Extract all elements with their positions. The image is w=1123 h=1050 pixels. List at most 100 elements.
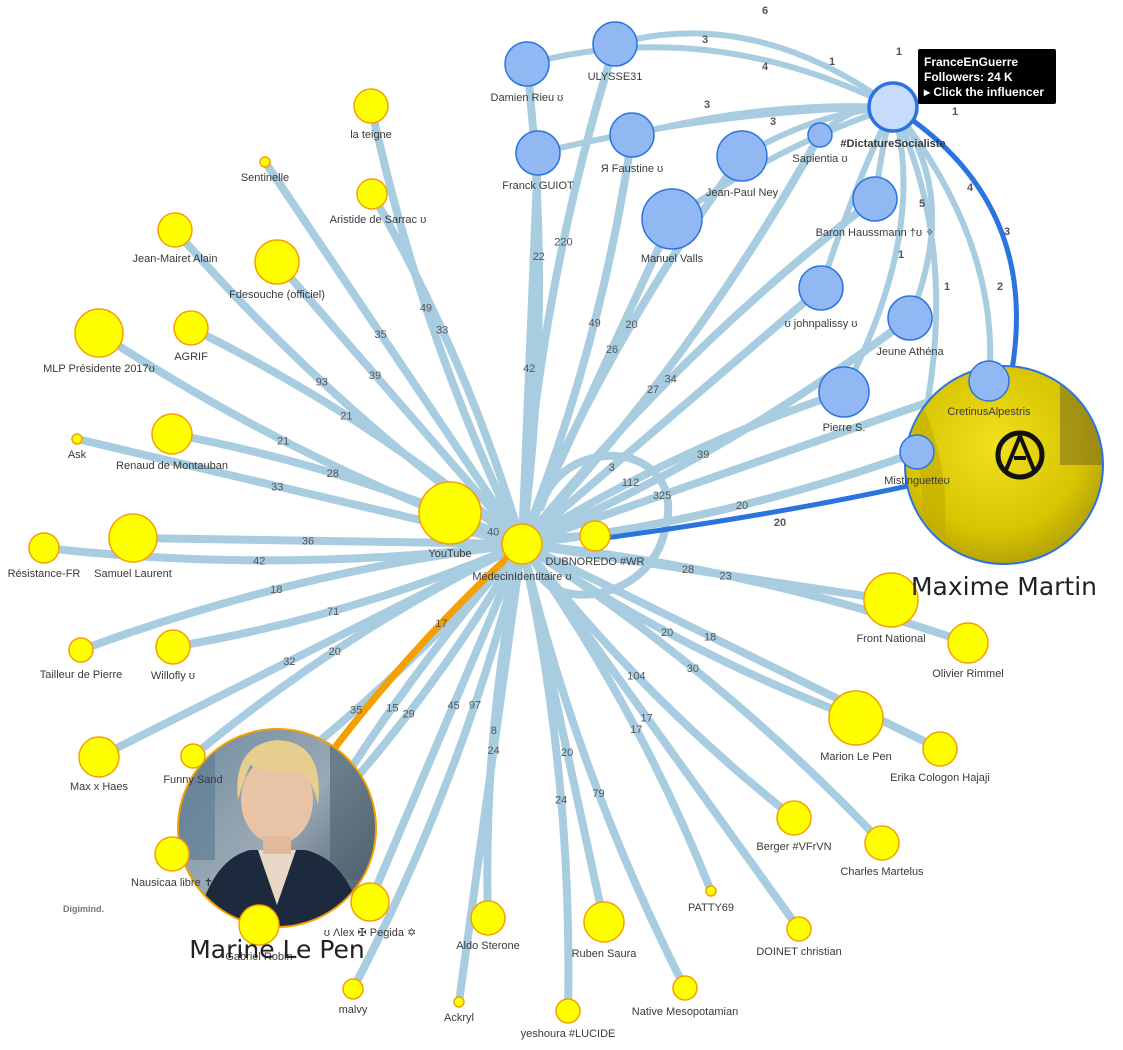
node-circle[interactable] <box>968 360 1010 402</box>
node-willofly[interactable] <box>155 629 191 665</box>
node-circle[interactable] <box>864 825 900 861</box>
node-athena[interactable] <box>887 295 933 341</box>
featured-marine-le-pen[interactable] <box>175 726 380 930</box>
node-malvy[interactable] <box>342 978 364 1000</box>
node-olivier[interactable] <box>947 622 989 664</box>
node-circle[interactable] <box>453 996 465 1008</box>
node-teigne[interactable] <box>353 88 389 124</box>
node-ask[interactable] <box>71 433 83 445</box>
node-circle[interactable] <box>798 265 844 311</box>
tooltip-hint[interactable]: ▸ Click the influencer <box>924 85 1045 99</box>
node-circle[interactable] <box>78 736 120 778</box>
node-cretinus[interactable] <box>968 360 1010 402</box>
node-ackryl[interactable] <box>453 996 465 1008</box>
node-charles[interactable] <box>864 825 900 861</box>
node-circle[interactable] <box>579 520 611 552</box>
node-circle[interactable] <box>828 690 884 746</box>
node-pierre[interactable] <box>818 366 870 418</box>
node-ruben[interactable] <box>583 901 625 943</box>
node-circle[interactable] <box>887 295 933 341</box>
node-feg[interactable] <box>867 81 919 133</box>
node-circle[interactable] <box>342 978 364 1000</box>
node-circle[interactable] <box>922 731 958 767</box>
node-circle[interactable] <box>786 916 812 942</box>
node-circle[interactable] <box>863 572 919 628</box>
node-circle[interactable] <box>501 523 543 565</box>
node-faustine[interactable] <box>609 112 655 158</box>
node-hub[interactable] <box>501 523 543 565</box>
node-haussmann[interactable] <box>852 176 898 222</box>
node-funny[interactable] <box>180 743 206 769</box>
node-circle[interactable] <box>818 366 870 418</box>
node-circle[interactable] <box>254 239 300 285</box>
node-circle[interactable] <box>641 188 703 250</box>
node-circle[interactable] <box>609 112 655 158</box>
node-native[interactable] <box>672 975 698 1001</box>
node-circle[interactable] <box>515 130 561 176</box>
node-circle[interactable] <box>259 156 271 168</box>
node-resistance[interactable] <box>28 532 60 564</box>
node-circle[interactable] <box>180 743 206 769</box>
node-circle[interactable] <box>504 41 550 87</box>
node-fdesouche[interactable] <box>254 239 300 285</box>
node-mlp2017[interactable] <box>74 308 124 358</box>
node-circle[interactable] <box>173 310 209 346</box>
node-gabriel[interactable] <box>238 904 280 946</box>
node-patty[interactable] <box>705 885 717 897</box>
node-alex[interactable] <box>350 882 390 922</box>
node-ulysse[interactable] <box>592 21 638 67</box>
node-ney[interactable] <box>716 130 768 182</box>
node-circle[interactable] <box>716 130 768 182</box>
node-valls[interactable] <box>641 188 703 250</box>
node-jma[interactable] <box>157 212 193 248</box>
node-circle[interactable] <box>356 178 388 210</box>
node-guiot[interactable] <box>515 130 561 176</box>
node-circle[interactable] <box>238 904 280 946</box>
node-circle[interactable] <box>583 901 625 943</box>
node-yt[interactable] <box>418 481 482 545</box>
node-aldo[interactable] <box>470 900 506 936</box>
node-circle[interactable] <box>899 434 935 470</box>
node-sentinelle[interactable] <box>259 156 271 168</box>
node-circle[interactable] <box>353 88 389 124</box>
node-circle[interactable] <box>71 433 83 445</box>
node-circle[interactable] <box>807 122 833 148</box>
node-berger[interactable] <box>776 800 812 836</box>
node-circle[interactable] <box>947 622 989 664</box>
node-circle[interactable] <box>867 81 919 133</box>
node-agrif[interactable] <box>173 310 209 346</box>
node-circle[interactable] <box>350 882 390 922</box>
node-circle[interactable] <box>154 836 190 872</box>
node-doinet[interactable] <box>786 916 812 942</box>
node-circle[interactable] <box>418 481 482 545</box>
node-fn[interactable] <box>863 572 919 628</box>
node-circle[interactable] <box>108 513 158 563</box>
node-circle[interactable] <box>852 176 898 222</box>
node-circle[interactable] <box>74 308 124 358</box>
node-erika[interactable] <box>922 731 958 767</box>
node-dub[interactable] <box>579 520 611 552</box>
node-rieu[interactable] <box>504 41 550 87</box>
node-circle[interactable] <box>155 629 191 665</box>
node-circle[interactable] <box>157 212 193 248</box>
node-circle[interactable] <box>28 532 60 564</box>
node-circle[interactable] <box>555 998 581 1024</box>
node-yeshoura[interactable] <box>555 998 581 1024</box>
node-circle[interactable] <box>776 800 812 836</box>
node-circle[interactable] <box>68 637 94 663</box>
node-renaud[interactable] <box>151 413 193 455</box>
node-circle[interactable] <box>470 900 506 936</box>
node-circle[interactable] <box>705 885 717 897</box>
node-maxhaes[interactable] <box>78 736 120 778</box>
node-sapientia[interactable] <box>807 122 833 148</box>
node-circle[interactable] <box>592 21 638 67</box>
featured-maxime-martin[interactable] <box>902 363 1110 570</box>
node-circle[interactable] <box>151 413 193 455</box>
node-palissy[interactable] <box>798 265 844 311</box>
node-mistinguette[interactable] <box>899 434 935 470</box>
node-circle[interactable] <box>672 975 698 1001</box>
node-marion[interactable] <box>828 690 884 746</box>
node-tailleur[interactable] <box>68 637 94 663</box>
node-nausicaa[interactable] <box>154 836 190 872</box>
